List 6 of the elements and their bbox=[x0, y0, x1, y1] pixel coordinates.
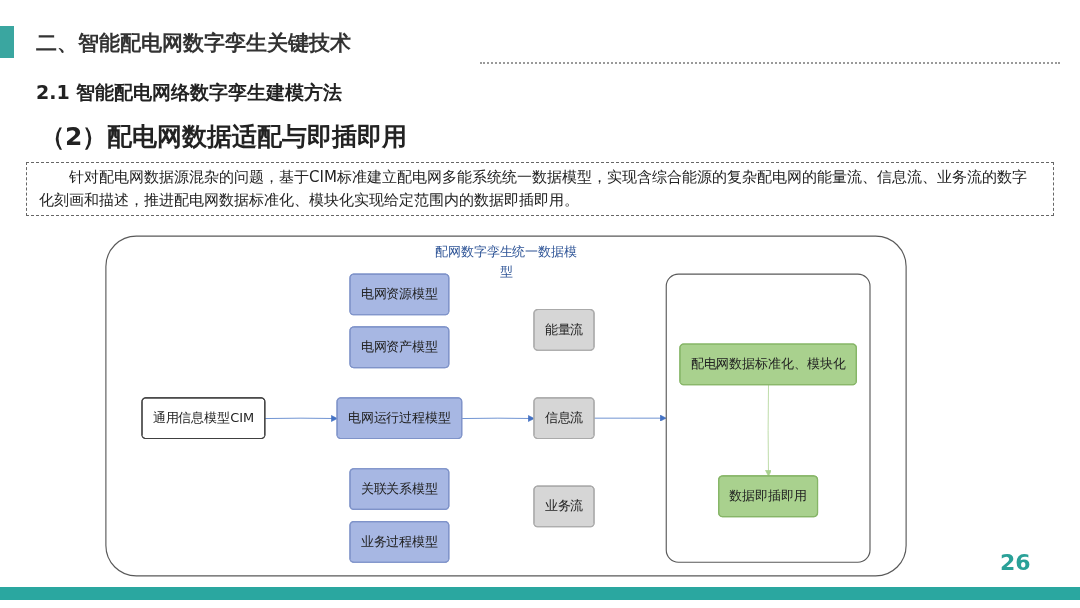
subsection-heading: （2）配电网数据适配与即插即用 bbox=[40, 121, 408, 153]
slide-title: 二、智能配电网数字孪生关键技术 bbox=[36, 30, 351, 57]
page-number: 26 bbox=[1000, 550, 1031, 575]
section-heading: 2.1 智能配电网络数字孪生建模方法 bbox=[36, 80, 343, 105]
cluster bbox=[665, 273, 871, 563]
description-note: 针对配电网数据源混杂的问题，基于CIM标准建立配电网多能系统统一数据模型，实现含综合能源的复杂配电网的能量流、信息流、业务流的数字化刻画和描述，推进配电网数据标准化、模块化实现给定范围内的数据即插即用。 bbox=[26, 162, 1054, 216]
